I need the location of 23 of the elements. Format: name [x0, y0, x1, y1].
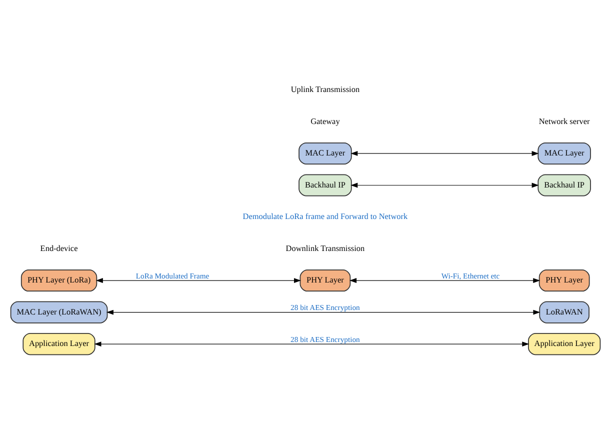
- arrow: [106, 310, 540, 315]
- node-box: Application Layer: [22, 333, 96, 356]
- label: Gateway: [310, 116, 340, 126]
- node-box: LoRaWAN: [539, 301, 590, 324]
- node-box: Backhaul IP: [538, 174, 591, 196]
- node-box: MAC Layer (LoRaWAN): [10, 301, 108, 324]
- arrow: [349, 278, 540, 283]
- node-box: PHY Layer (LoRa): [20, 270, 98, 292]
- node-box: Backhaul IP: [298, 174, 352, 196]
- label: End-device: [40, 244, 78, 253]
- label: Network server: [538, 116, 590, 126]
- arrow: [94, 342, 530, 347]
- label: Downlink Transmission: [286, 244, 365, 253]
- node-box: MAC Layer: [298, 142, 352, 164]
- arrow: [350, 182, 539, 188]
- node-box: MAC Layer: [538, 142, 591, 164]
- node-box: Application Layer: [528, 333, 601, 356]
- node-box: PHY Layer: [300, 270, 351, 292]
- label: Demodulate LoRa frame and Forward to Network: [242, 212, 408, 222]
- arrow: [96, 278, 302, 283]
- arrow: [350, 151, 539, 156]
- label: Uplink Transmission: [290, 85, 360, 94]
- node-box: PHY Layer: [538, 270, 590, 292]
